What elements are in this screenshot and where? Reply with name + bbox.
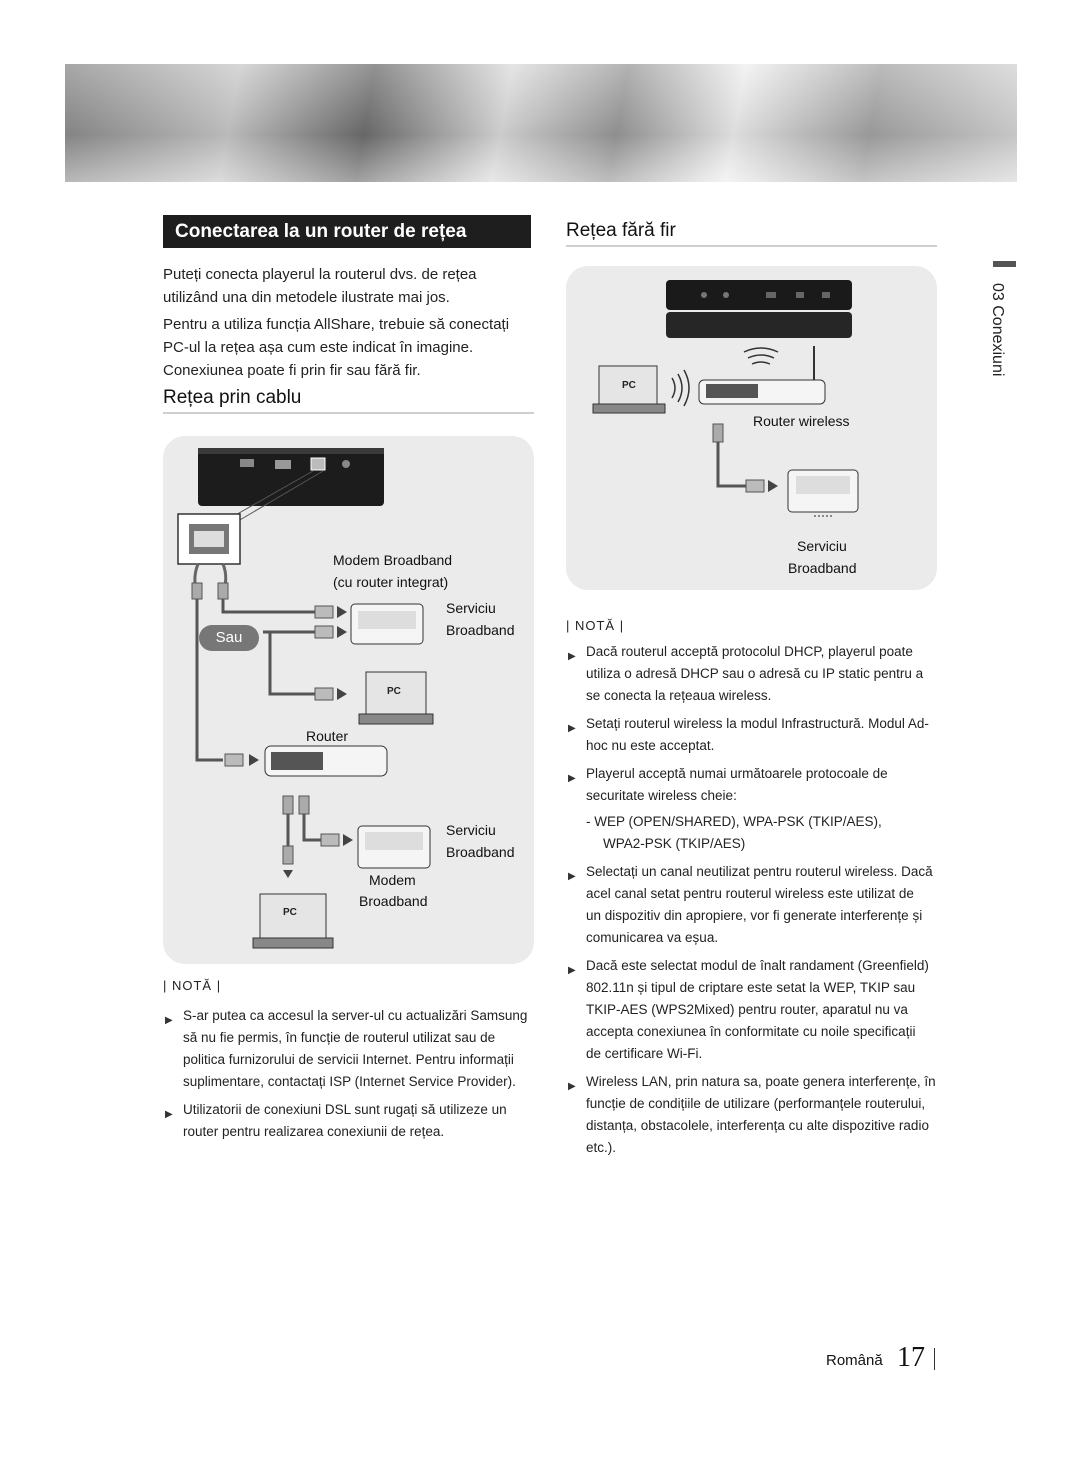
wireless-pc-label: PC xyxy=(622,380,636,391)
note-line: se conecta la rețeaua wireless. xyxy=(586,688,772,703)
note-line: Setați routerul wireless la modul Infras… xyxy=(586,716,929,731)
note-line: Playerul acceptă numai următoarele proto… xyxy=(586,766,888,781)
note-line: S-ar putea ca accesul la server-ul cu ac… xyxy=(183,1008,528,1023)
header-banner xyxy=(65,64,1017,182)
note-line: politica furnizorului de servicii Intern… xyxy=(183,1052,514,1067)
note-line: etc.). xyxy=(586,1140,617,1155)
bullet-icon: ▶ xyxy=(568,871,576,882)
note-line: Wireless LAN, prin natura sa, poate gene… xyxy=(586,1074,936,1089)
label-service-2: Serviciu xyxy=(446,822,496,838)
label-broadband: Broadband xyxy=(788,560,857,576)
security-protocols-line: WPA2-PSK (TKIP/AES) xyxy=(603,836,746,851)
wireless-note-1: ▶ Dacă routerul acceptă protocolul DHCP,… xyxy=(568,641,940,707)
note-line: suplimentare, contactați ISP (Internet S… xyxy=(183,1074,516,1089)
note-line: un dispozitiv din apropiere, vor fi gene… xyxy=(586,908,923,923)
wired-diagram xyxy=(177,448,434,949)
intro-line: utilizând una din metodele ilustrate mai… xyxy=(163,289,450,306)
wired-notes: ▶ S-ar putea ca accesul la server-ul cu … xyxy=(165,1005,537,1143)
note-line: 802.11n și tipul de criptare este setat … xyxy=(586,980,916,995)
wireless-heading: Rețea fără fir xyxy=(566,220,676,241)
footer-divider xyxy=(934,1348,935,1370)
chapter-marker xyxy=(993,261,1016,267)
label-service: Serviciu xyxy=(797,538,847,554)
security-protocols-line: - WEP (OPEN/SHARED), WPA-PSK (TKIP/AES), xyxy=(586,814,882,829)
wired-note-title: | NOTĂ | xyxy=(163,978,222,993)
wired-note-2: ▶ Utilizatorii de conexiuni DSL sunt rug… xyxy=(165,1099,537,1143)
note-line: TKIP-AES (WPS2Mixed) pentru router, apar… xyxy=(586,1002,908,1017)
note-line: securitate wireless cheie: xyxy=(586,788,737,803)
label-modem-broadband-2: Broadband xyxy=(359,893,428,909)
note-line: distanța, obstacolele, interferența cu a… xyxy=(586,1118,929,1133)
note-line: de certificare Wi-Fi. xyxy=(586,1046,703,1061)
wireless-note-4: ▶ Selectați un canal neutilizat pentru r… xyxy=(568,861,940,949)
wireless-note-6: ▶ Wireless LAN, prin natura sa, poate ge… xyxy=(568,1071,940,1159)
wireless-note-3: ▶ Playerul acceptă numai următoarele pro… xyxy=(568,763,940,855)
bullet-icon: ▶ xyxy=(568,965,576,976)
bullet-icon: ▶ xyxy=(568,773,576,784)
bullet-icon: ▶ xyxy=(165,1109,173,1120)
section-title: Conectarea la un router de rețea xyxy=(163,215,531,248)
intro-line: PC-ul la rețea așa cum este indicat în i… xyxy=(163,339,474,356)
note-line: Selectați un canal neutilizat pentru rou… xyxy=(586,864,933,879)
wireless-note-title: | NOTĂ | xyxy=(566,618,625,633)
label-broadband-2: Broadband xyxy=(446,844,515,860)
or-badge: Sau xyxy=(199,625,259,651)
note-line: Dacă este selectat modul de înalt randam… xyxy=(586,958,929,973)
intro-line: Puteți conecta playerul la routerul dvs.… xyxy=(163,266,477,283)
wireless-diagram xyxy=(592,280,859,517)
bullet-icon: ▶ xyxy=(568,651,576,662)
note-line: accepta conexiunea în conformitate cu no… xyxy=(586,1024,916,1039)
wired-heading: Rețea prin cablu xyxy=(163,387,302,408)
wired-note-1: ▶ S-ar putea ca accesul la server-ul cu … xyxy=(165,1005,537,1093)
pc-label-1: PC xyxy=(387,686,401,697)
wireless-diagram-panel: PC Router wireless Serviciu Broadband xyxy=(566,266,937,590)
wired-diagram-panel: Modem Broadband (cu router integrat) Ser… xyxy=(163,436,534,964)
bullet-icon: ▶ xyxy=(568,1081,576,1092)
intro-text: Puteți conecta playerul la routerul dvs.… xyxy=(163,263,543,382)
footer-language: Română xyxy=(826,1352,883,1369)
note-line: hoc nu este acceptat. xyxy=(586,738,715,753)
wireless-notes: ▶ Dacă routerul acceptă protocolul DHCP,… xyxy=(568,641,940,1159)
page-number: 17 xyxy=(897,1342,925,1373)
note-line: Dacă routerul acceptă protocolul DHCP, p… xyxy=(586,644,913,659)
note-line: utiliza o adresă DHCP sau o adresă cu IP… xyxy=(586,666,924,681)
wireless-note-5: ▶ Dacă este selectat modul de înalt rand… xyxy=(568,955,940,1065)
wireless-note-2: ▶ Setați routerul wireless la modul Infr… xyxy=(568,713,940,757)
label-modem: Modem xyxy=(369,872,416,888)
label-modem-broadband: Modem Broadband xyxy=(333,552,453,568)
pc-label-2: PC xyxy=(283,907,297,918)
label-integrated-router: (cu router integrat) xyxy=(333,574,449,590)
note-line: acel canal setat pentru routerul wireles… xyxy=(586,886,914,901)
chapter-label: 03 Conexiuni xyxy=(989,283,1006,377)
wired-heading-rule xyxy=(163,412,534,414)
note-line: să nu fie permis, în funcție de routerul… xyxy=(183,1030,496,1045)
wireless-heading-rule xyxy=(566,245,937,247)
note-line: Utilizatorii de conexiuni DSL sunt rugaț… xyxy=(183,1102,507,1117)
label-router-wireless: Router wireless xyxy=(753,413,850,429)
note-line: comunicarea va eșua. xyxy=(586,930,719,945)
intro-line: Pentru a utiliza funcția AllShare, trebu… xyxy=(163,316,510,333)
label-broadband-1: Broadband xyxy=(446,622,515,638)
bullet-icon: ▶ xyxy=(165,1015,173,1026)
note-line: router pentru realizarea conexiunii de r… xyxy=(183,1124,445,1139)
intro-line: Conexiunea poate fi prin fir sau fără fi… xyxy=(163,362,421,379)
bullet-icon: ▶ xyxy=(568,723,576,734)
label-service-1: Serviciu xyxy=(446,600,496,616)
note-line: funcție de condițiile de utilizare (perf… xyxy=(586,1096,926,1111)
label-router: Router xyxy=(306,728,349,744)
